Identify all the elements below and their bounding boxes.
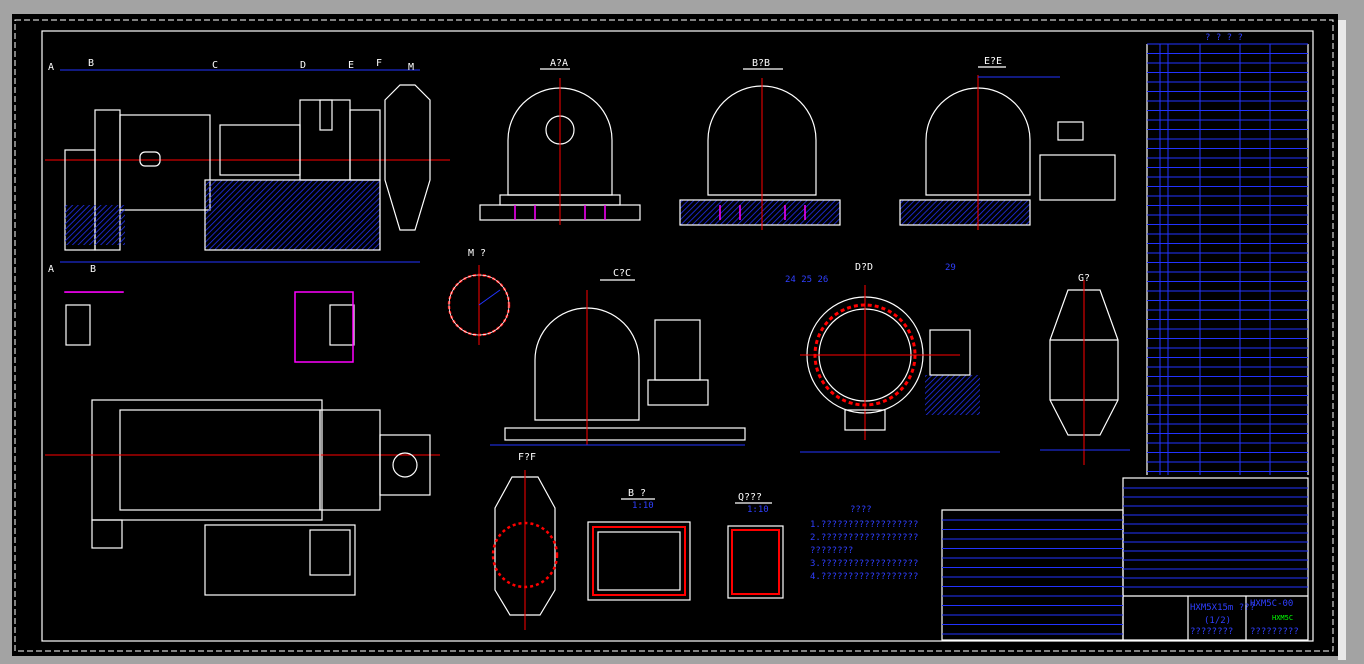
svg-text:1.??????????????????: 1.??????????????????	[810, 520, 918, 530]
title-block: HXM5X15m ??? (1/2) HXM5C-00 HXM5C ??????…	[941, 477, 1309, 641]
svg-text:4.??????????????????: 4.??????????????????	[810, 572, 918, 582]
svg-text:Q???: Q???	[738, 492, 762, 503]
svg-text:B ?: B ?	[628, 488, 646, 499]
svg-text:B?B: B?B	[752, 58, 770, 69]
plan-view: A B	[45, 264, 440, 596]
outer-frame	[14, 19, 1334, 652]
svg-text:24 25 26: 24 25 26	[785, 275, 828, 285]
svg-text:A: A	[48, 264, 54, 275]
svg-text:HXM5C: HXM5C	[1272, 614, 1293, 622]
view-g: G?	[1040, 273, 1130, 465]
svg-text:????????: ????????	[810, 546, 853, 556]
svg-text:D: D	[300, 60, 306, 71]
detail-b: B ? 1:10	[587, 488, 691, 601]
sheet-number: (1/2)	[1204, 616, 1231, 626]
svg-text:M: M	[408, 62, 414, 73]
inner-frame	[41, 30, 1314, 642]
parts-table-title: ? ? ? ?	[1205, 33, 1243, 43]
section-cc: C?C	[490, 268, 746, 446]
svg-text:F: F	[376, 58, 382, 69]
svg-text:3.??????????????????: 3.??????????????????	[810, 559, 918, 569]
technical-notes: ???? 1.?????????????????? 2.????????????…	[810, 505, 918, 582]
svg-text:?????????: ?????????	[1250, 627, 1299, 637]
section-bb: B?B	[679, 58, 841, 230]
svg-text:B: B	[88, 58, 94, 69]
viewport-edge	[1338, 20, 1346, 660]
section-ee: E?E	[899, 56, 1116, 230]
svg-text:29: 29	[945, 263, 956, 273]
svg-text:????: ????	[850, 505, 872, 515]
svg-text:C: C	[212, 60, 218, 71]
section-dd: D?D 24 25 26 29	[785, 262, 1000, 453]
svg-text:E?E: E?E	[984, 56, 1002, 67]
drawing-number: HXM5C-00	[1250, 599, 1293, 609]
detail-q: Q??? 1:10	[727, 492, 784, 599]
svg-text:G?: G?	[1078, 273, 1090, 284]
svg-text:D?D: D?D	[855, 262, 873, 273]
section-ff: F?F	[491, 452, 559, 630]
svg-text:A: A	[48, 62, 54, 73]
svg-text:F?F: F?F	[518, 452, 536, 463]
svg-text:M ?: M ?	[468, 248, 486, 259]
drawing-name: HXM5X15m ???	[1190, 603, 1255, 613]
svg-text:2.??????????????????: 2.??????????????????	[810, 533, 918, 543]
view-m: M ?	[447, 248, 511, 345]
svg-text:????????: ????????	[1190, 627, 1233, 637]
elevation-view: A B C D E F M	[45, 58, 450, 263]
svg-text:1:10: 1:10	[632, 501, 654, 511]
parts-table	[1146, 43, 1309, 475]
section-aa: A?A	[479, 58, 641, 225]
svg-text:B: B	[90, 264, 96, 275]
svg-text:1:10: 1:10	[747, 505, 769, 515]
svg-text:A?A: A?A	[550, 58, 568, 69]
svg-text:C?C: C?C	[613, 268, 631, 279]
svg-text:E: E	[348, 60, 354, 71]
